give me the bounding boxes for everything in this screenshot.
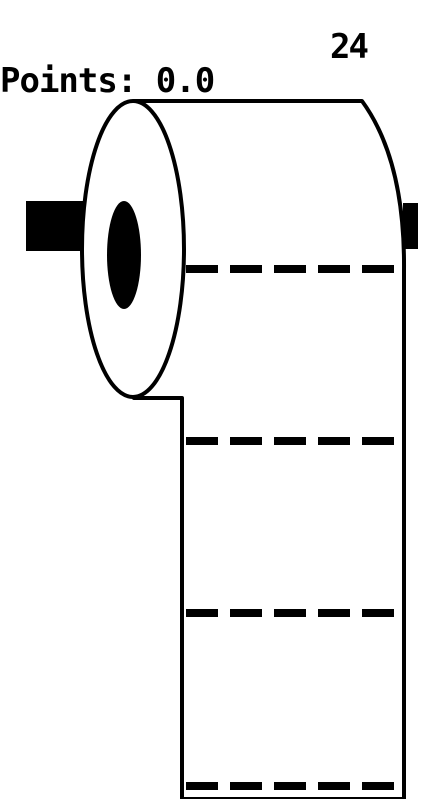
points-value: 0.0 xyxy=(155,61,215,101)
roll-core xyxy=(107,201,141,309)
holder-arm-right xyxy=(403,203,418,249)
points-display: Points: 0.0 xyxy=(0,61,215,101)
points-label: Points: xyxy=(0,61,137,101)
timer-display: 24 xyxy=(330,27,369,67)
